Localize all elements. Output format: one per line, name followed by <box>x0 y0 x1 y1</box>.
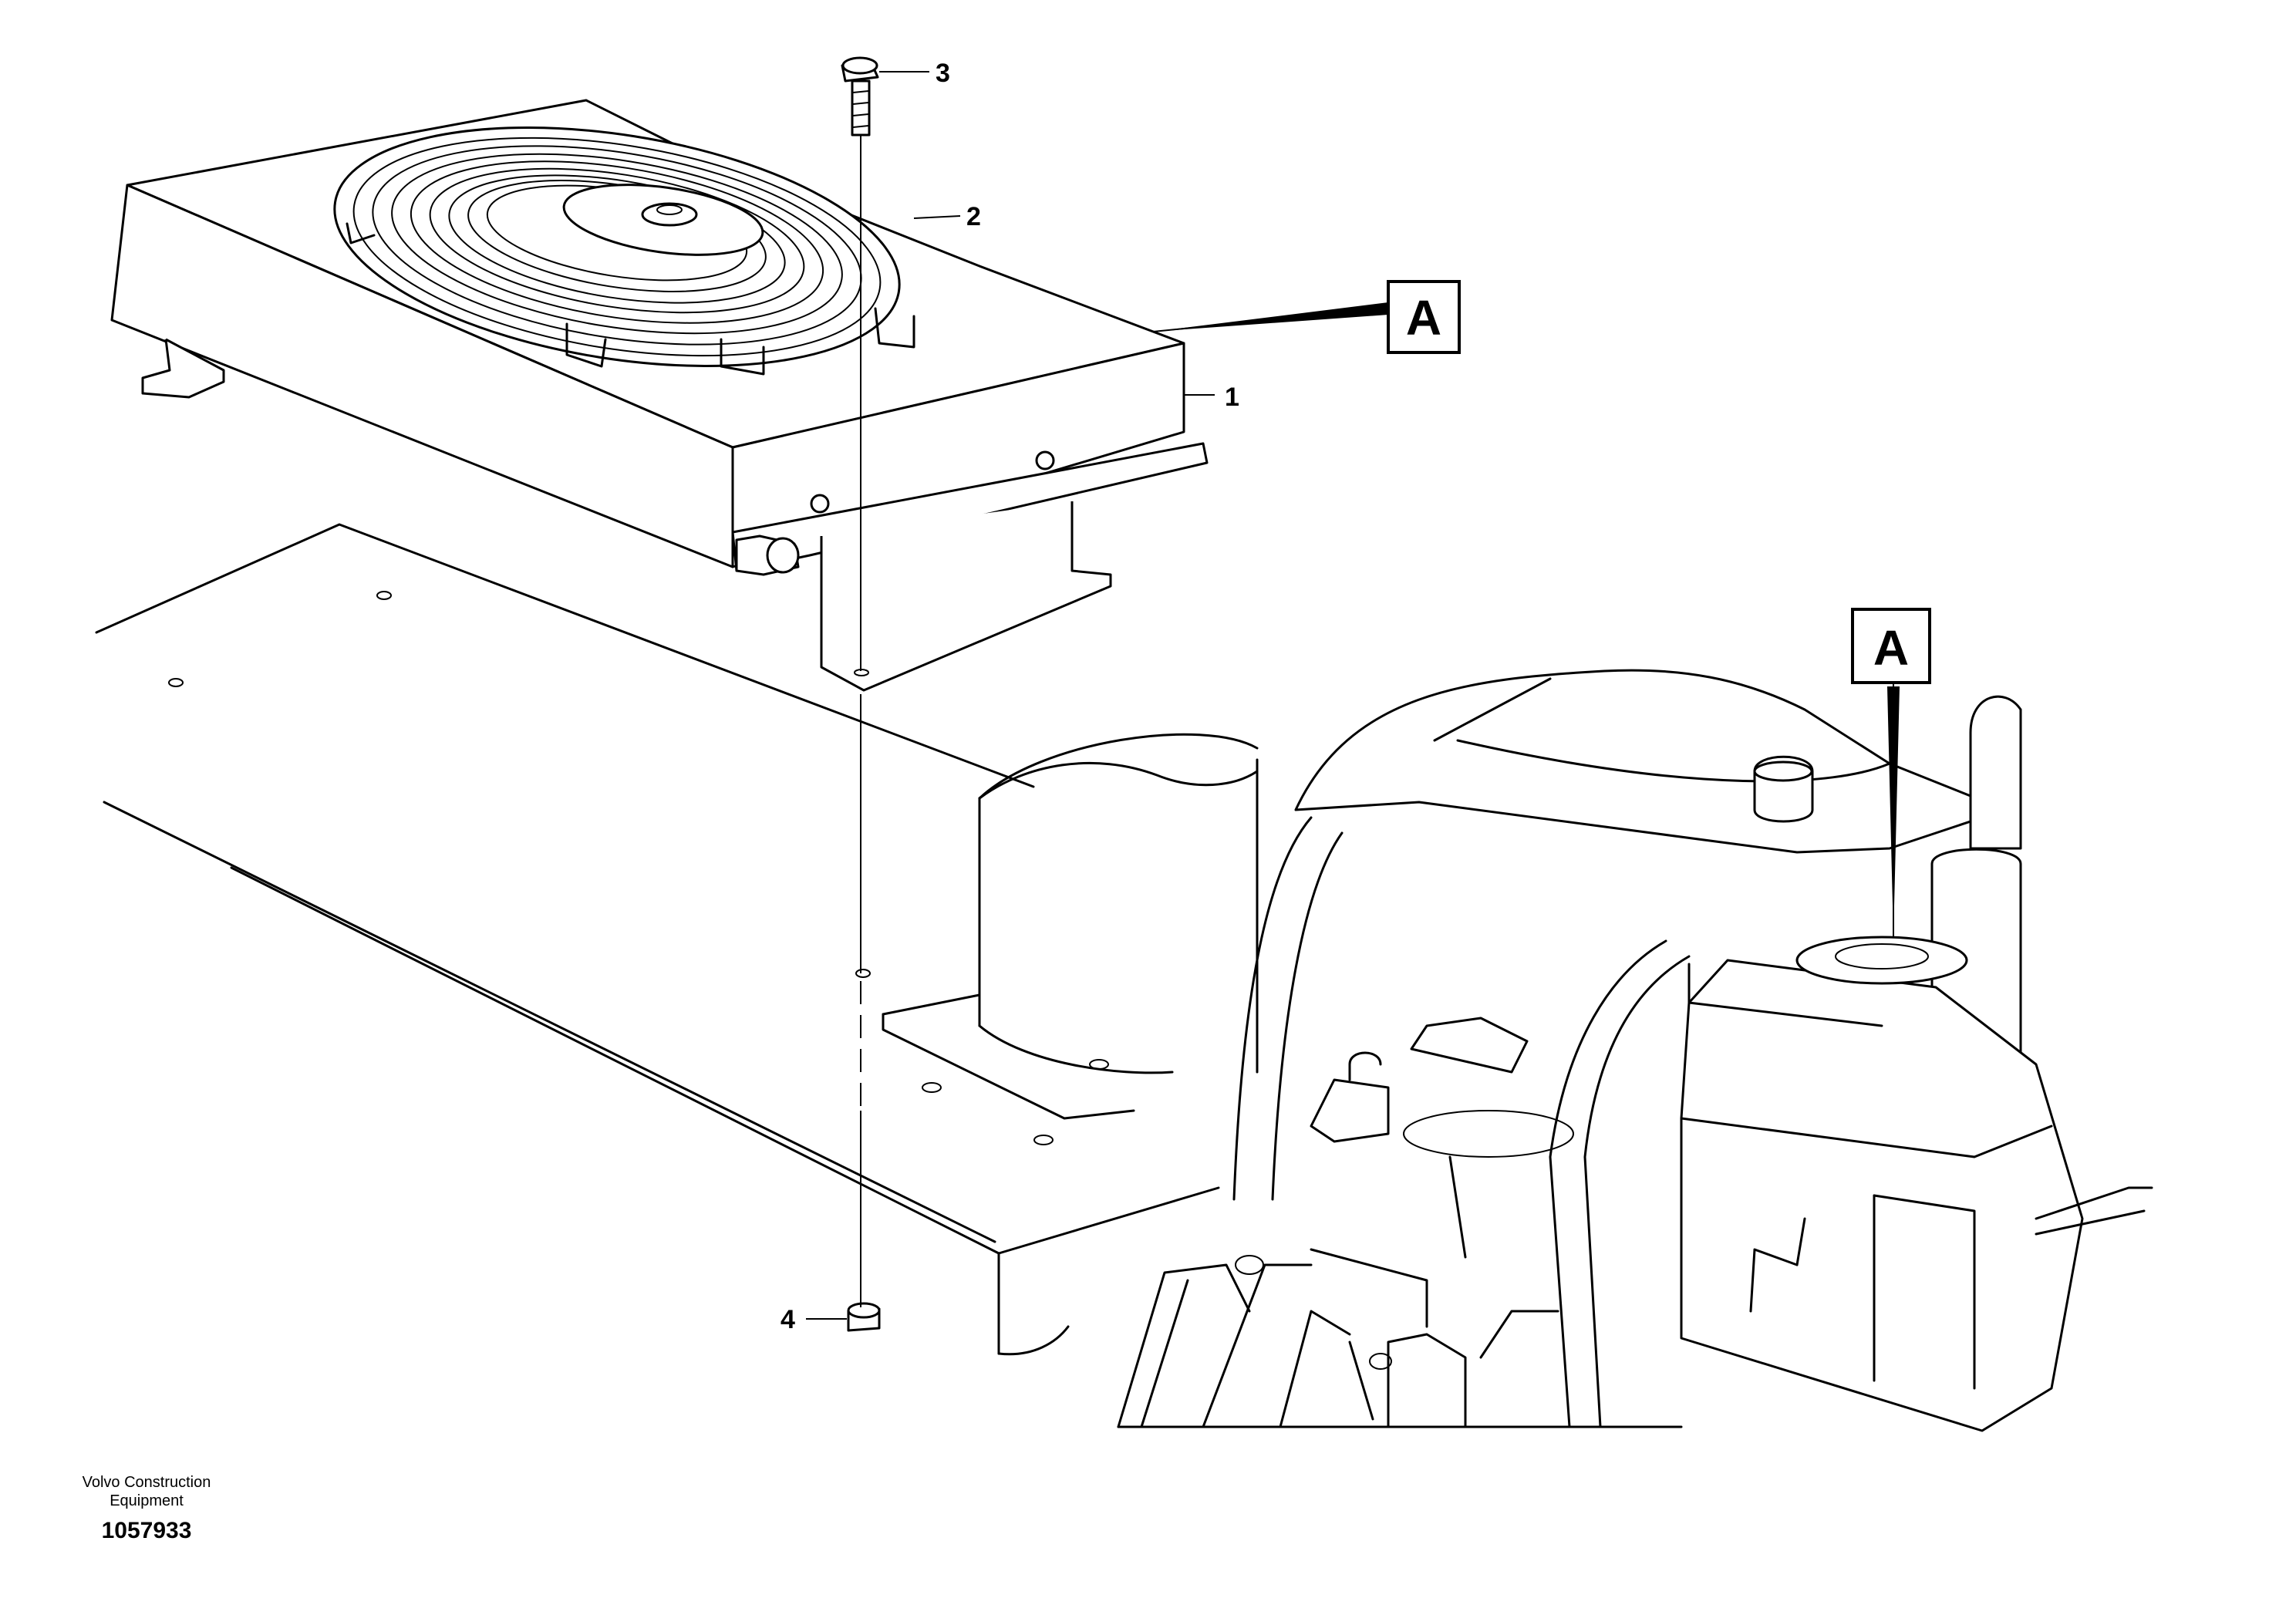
document-number: 1057933 <box>101 1518 192 1543</box>
detail-leaders <box>1152 302 1900 937</box>
callout-3: 3 <box>936 59 950 88</box>
detail-marker-box-lower: A <box>1851 608 1931 684</box>
bolt <box>841 56 879 137</box>
machine-overview <box>1117 669 2153 1432</box>
detail-marker-box-upper: A <box>1387 280 1461 354</box>
company-name-line1: Volvo Construction <box>82 1474 211 1491</box>
footer-block: Volvo Construction Equipment 1057933 <box>46 1473 247 1544</box>
company-name-line2: Equipment <box>110 1492 184 1509</box>
callout-1: 1 <box>1225 383 1239 412</box>
oil-cooler-unit <box>110 99 1209 692</box>
air-duct <box>882 733 1259 1120</box>
callout-2: 2 <box>966 202 981 231</box>
detail-marker-label: A <box>1406 290 1441 346</box>
nut <box>847 1302 881 1332</box>
detail-marker-label: A <box>1873 620 1909 676</box>
frame-plate <box>95 523 1220 1356</box>
callout-4: 4 <box>781 1305 795 1334</box>
callout-leaders <box>806 71 1215 1320</box>
